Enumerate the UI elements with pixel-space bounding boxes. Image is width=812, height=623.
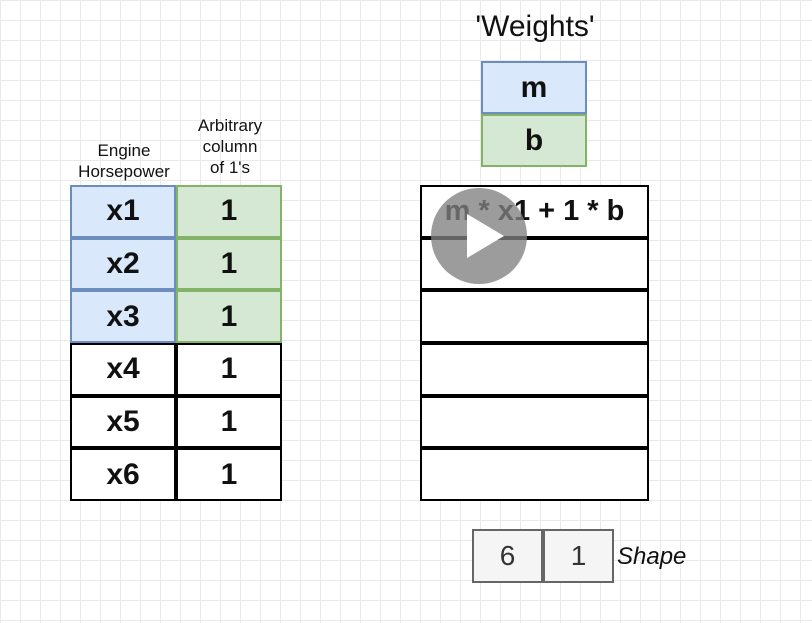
matrix-cell-x: x4 — [70, 342, 176, 396]
matrix-cell-one: 1 — [176, 185, 282, 238]
result-cell-empty — [420, 448, 649, 501]
matrix-cell-one: 1 — [176, 290, 282, 343]
matrix-cell-one: 1 — [176, 342, 282, 396]
engine-horsepower-header: Engine Horsepower — [78, 141, 170, 181]
feature-matrix: x1 1 x2 1 x3 1 x4 1 x5 1 x6 1 — [70, 185, 282, 501]
weight-b-cell: b — [481, 114, 587, 167]
matrix-cell-x: x1 — [70, 185, 176, 238]
shape-cols: 1 — [543, 529, 614, 583]
play-icon — [467, 214, 504, 258]
matrix-cell-x: x6 — [70, 448, 176, 501]
shape-rows: 6 — [472, 529, 543, 583]
matrix-cell-one: 1 — [176, 237, 282, 291]
shape-box: 6 1 — [472, 529, 614, 583]
matrix-cell-x: x3 — [70, 290, 176, 343]
result-cell-empty — [420, 290, 649, 343]
result-cell-empty — [420, 395, 649, 449]
matrix-cell-one: 1 — [176, 395, 282, 449]
shape-label: Shape — [617, 543, 687, 570]
weights-vector: m b — [481, 61, 587, 167]
play-button[interactable] — [431, 188, 527, 284]
matrix-cell-one: 1 — [176, 448, 282, 501]
arbitrary-column-header: Arbitrary column of 1's — [197, 116, 263, 177]
weights-title: 'Weights' — [475, 10, 595, 43]
matrix-cell-x: x2 — [70, 237, 176, 291]
weight-m-cell: m — [481, 61, 587, 114]
result-cell-empty — [420, 342, 649, 396]
matrix-cell-x: x5 — [70, 395, 176, 449]
